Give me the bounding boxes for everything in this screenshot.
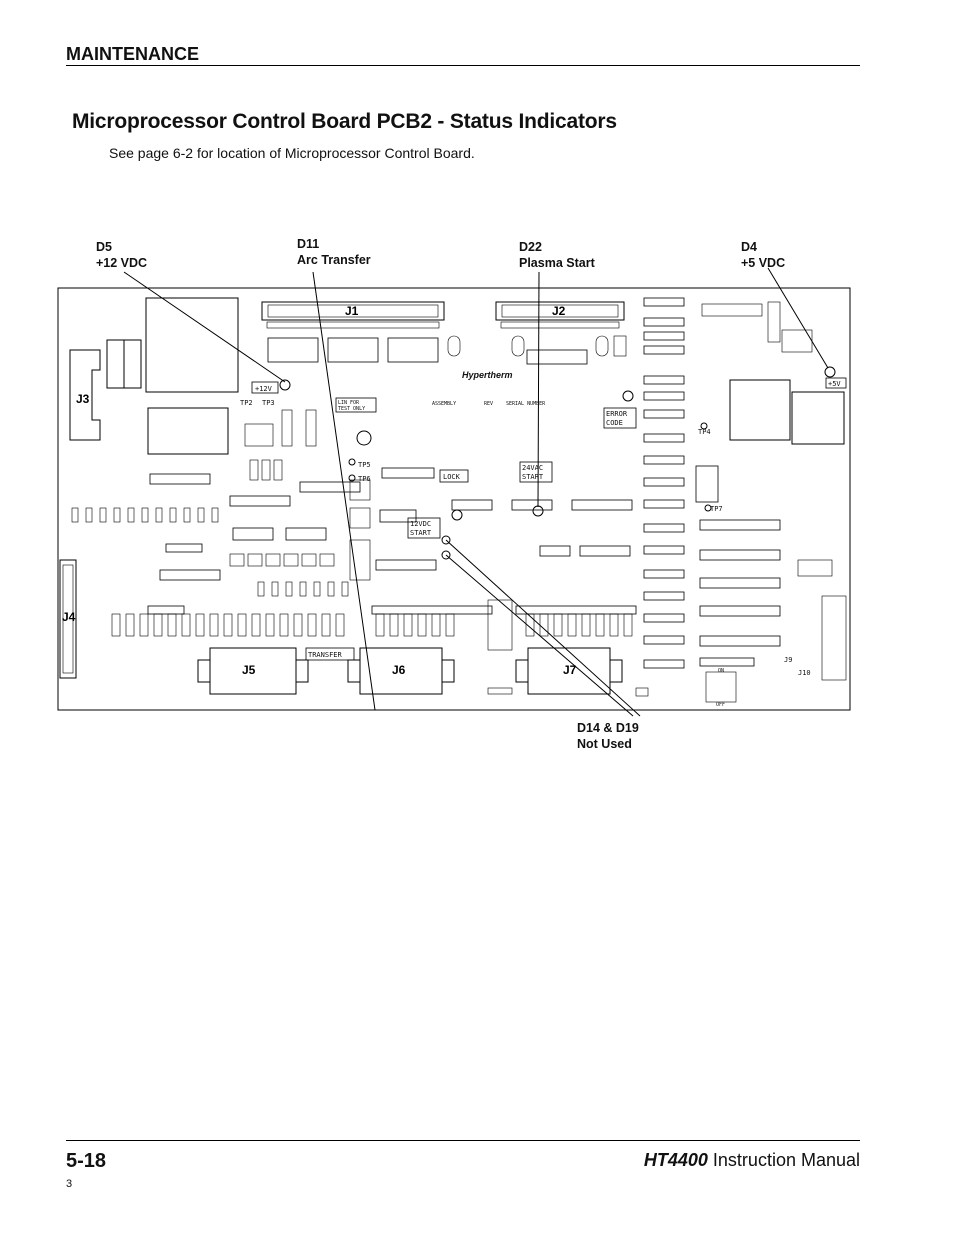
page-number: 5-18 bbox=[66, 1150, 107, 1172]
label-j7: J7 bbox=[563, 663, 577, 677]
label-boxes bbox=[251, 377, 847, 661]
j2-connector bbox=[495, 301, 625, 321]
callout-d5-label: +12 VDC bbox=[96, 256, 148, 270]
label-tp2: TP2 bbox=[240, 399, 253, 407]
label-tp4: TP4 bbox=[698, 428, 711, 436]
leader-d14 bbox=[445, 539, 641, 717]
label-tp5: TP5 bbox=[358, 461, 371, 469]
label-j4: J4 bbox=[62, 610, 76, 624]
label-j10: J10 bbox=[798, 669, 811, 677]
manual-title: HT4400 Instruction Manual bbox=[644, 1150, 860, 1171]
callout-d14-id: D14 & D19 bbox=[577, 721, 639, 735]
label-j2: J2 bbox=[552, 304, 566, 318]
callout-d11-id: D11 bbox=[297, 237, 320, 251]
ic-array bbox=[147, 297, 781, 669]
leader-d22 bbox=[537, 271, 540, 508]
u11-chip bbox=[791, 391, 845, 445]
label-error-2: CODE bbox=[606, 419, 623, 427]
leader-d19 bbox=[445, 554, 634, 717]
label-j1: J1 bbox=[345, 304, 359, 318]
callout-d22-label: Plasma Start bbox=[519, 256, 595, 270]
label-j9: J9 bbox=[784, 656, 792, 664]
label-serial: SERIAL NUMBER bbox=[506, 401, 546, 407]
board-outline bbox=[57, 287, 851, 711]
manual-name: Instruction Manual bbox=[707, 1150, 860, 1170]
section-header: MAINTENANCE bbox=[66, 44, 199, 64]
label-lock: LOCK bbox=[443, 473, 461, 481]
callout-d11-label: Arc Transfer bbox=[297, 253, 371, 267]
label-off: OFF bbox=[716, 702, 725, 708]
label-testonly-1: LIN FOR bbox=[338, 400, 360, 406]
j3-connector bbox=[69, 349, 101, 441]
label-j6: J6 bbox=[392, 663, 406, 677]
passive-components bbox=[71, 301, 847, 703]
j1-connector bbox=[261, 301, 445, 321]
label-24vac-2: START bbox=[522, 473, 544, 481]
label-12vdc-2: START bbox=[410, 529, 432, 537]
label-12vdc-1: 12VDC bbox=[410, 520, 431, 528]
callout-d14-label: Not Used bbox=[577, 737, 632, 751]
j4-connector bbox=[59, 559, 77, 679]
callout-d5: D5 +12 VDC bbox=[96, 239, 147, 271]
label-error-1: ERROR bbox=[606, 410, 628, 418]
label-on: ON bbox=[718, 668, 724, 674]
callout-d4-label: +5 VDC bbox=[741, 256, 786, 270]
j5-connector bbox=[197, 647, 309, 695]
label-tp3: TP3 bbox=[262, 399, 275, 407]
led-d5 bbox=[279, 379, 291, 391]
led-d11 bbox=[451, 509, 463, 521]
manual-model: HT4400 bbox=[643, 1150, 708, 1170]
callout-d4: D4 +5 VDC bbox=[741, 239, 785, 271]
label-assembly: ASSEMBLY bbox=[432, 401, 456, 407]
leader-d5 bbox=[123, 271, 286, 383]
label-24vac-1: 24VAC bbox=[522, 464, 543, 472]
label-tp6: TP6 bbox=[358, 475, 371, 483]
label-j3: J3 bbox=[76, 392, 90, 406]
transformer-block bbox=[145, 297, 239, 393]
revision-number: 3 bbox=[66, 1178, 73, 1190]
callout-d22-id: D22 bbox=[519, 240, 542, 254]
led-d4 bbox=[824, 366, 836, 378]
label-tp7: TP7 bbox=[710, 505, 723, 513]
label-transfer: TRANSFER bbox=[308, 651, 343, 659]
leader-d4 bbox=[767, 267, 829, 369]
brand-logo: Hypertherm bbox=[462, 370, 513, 380]
header-rule bbox=[66, 65, 860, 66]
label-plus12v: +12V bbox=[255, 385, 273, 393]
j7-connector bbox=[515, 647, 623, 695]
page-title: Microprocessor Control Board PCB2 - Stat… bbox=[72, 110, 617, 133]
led-d14 bbox=[441, 535, 451, 545]
callout-d4-id: D4 bbox=[741, 240, 757, 254]
leader-d11 bbox=[312, 271, 376, 711]
callout-d5-id: D5 bbox=[96, 240, 112, 254]
callout-leaders bbox=[123, 267, 829, 717]
page-subtitle: See page 6-2 for location of Microproces… bbox=[109, 145, 475, 161]
t1-transformer bbox=[147, 407, 229, 455]
label-rev: REV bbox=[484, 401, 493, 407]
u10-chip bbox=[729, 379, 791, 441]
footer-rule bbox=[66, 1140, 860, 1141]
label-testonly-2: TEST ONLY bbox=[338, 406, 365, 412]
led-d22 bbox=[532, 505, 544, 517]
label-j5: J5 bbox=[242, 663, 256, 677]
label-plus5v: +5V bbox=[828, 380, 841, 388]
led-d19 bbox=[441, 550, 451, 560]
